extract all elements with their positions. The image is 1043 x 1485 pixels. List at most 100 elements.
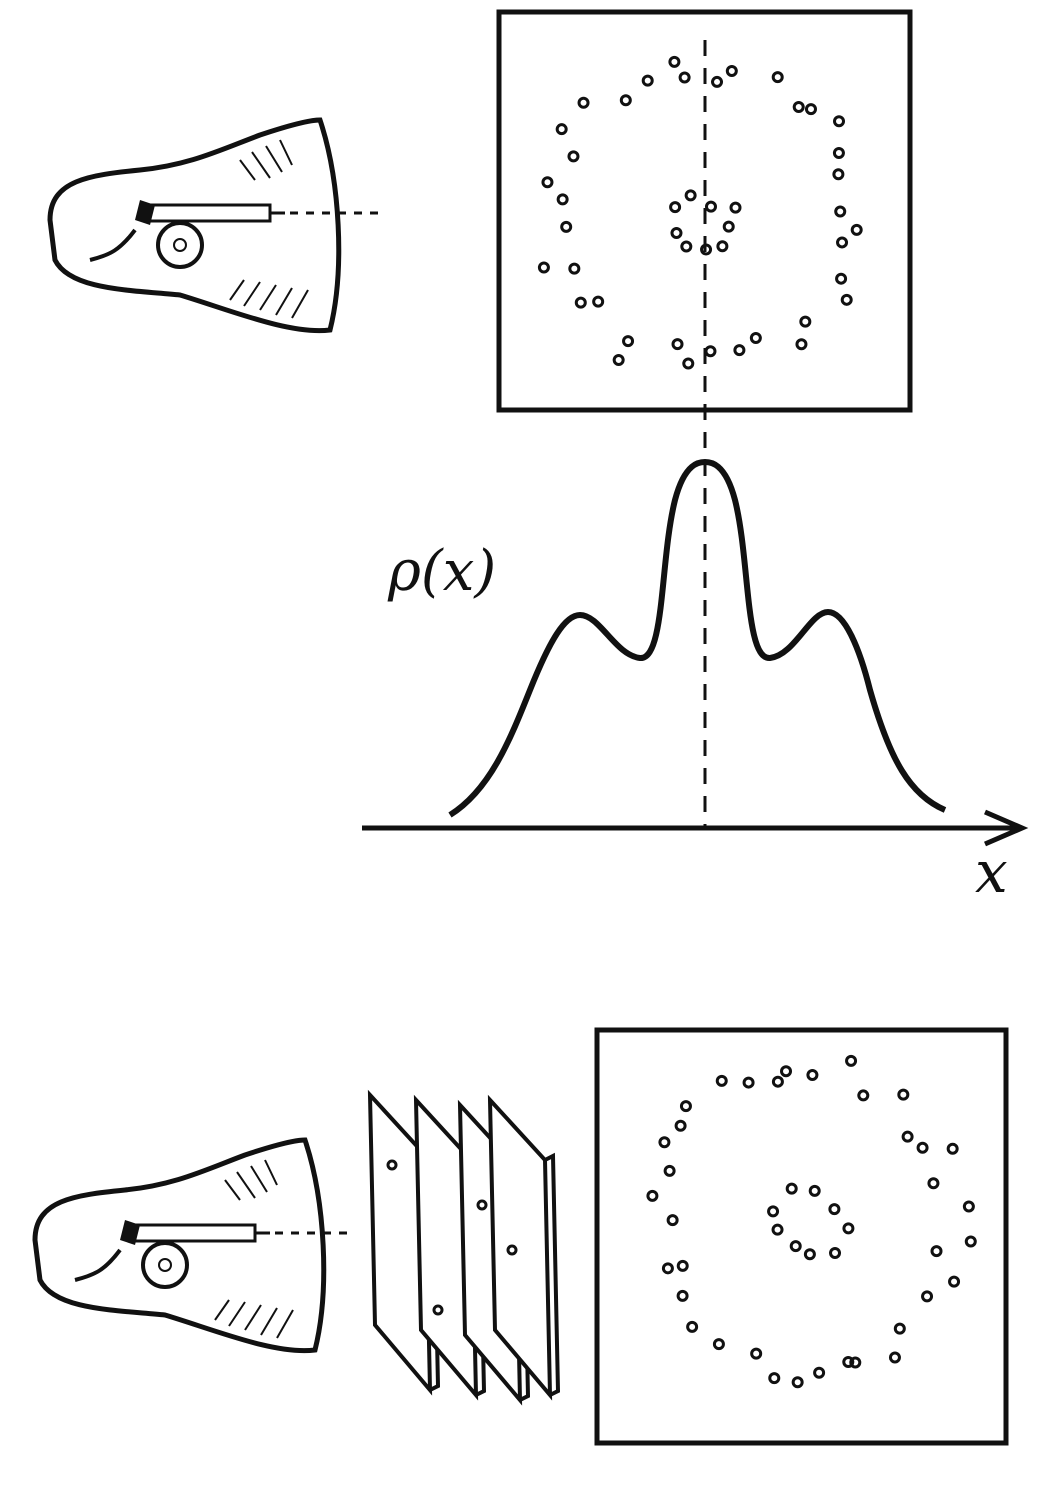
electron-hit-dot bbox=[676, 1289, 689, 1302]
electron-hit-dot bbox=[771, 71, 784, 84]
electron-gun-bottom bbox=[35, 1140, 324, 1351]
density-label: ρ(x) bbox=[387, 539, 496, 604]
electron-hit-dot bbox=[682, 357, 695, 370]
electron-hit-dot bbox=[592, 295, 605, 308]
electron-hit-dot bbox=[901, 1130, 914, 1143]
electron-hit-dot bbox=[842, 1355, 855, 1368]
electron-hit-dot bbox=[684, 189, 697, 202]
electron-hit-dot bbox=[780, 1065, 793, 1078]
electron-hit-dot bbox=[857, 1089, 870, 1102]
electron-hit-dot bbox=[577, 96, 590, 109]
electron-hit-dot bbox=[711, 75, 724, 88]
electron-hit-dot bbox=[641, 74, 654, 87]
electron-hit-dot bbox=[845, 1054, 858, 1067]
electron-hit-dot bbox=[733, 344, 746, 357]
screen-bottom bbox=[594, 1027, 1009, 1446]
electron-hit-dot bbox=[661, 1262, 674, 1275]
electron-hit-dot bbox=[946, 1142, 959, 1155]
electron-hit-dot bbox=[574, 296, 587, 309]
electron-hit-dot bbox=[704, 200, 717, 213]
x-axis-arrow bbox=[984, 809, 1029, 847]
electron-hit-dot bbox=[771, 1223, 784, 1236]
electron-hit-dot bbox=[669, 201, 682, 214]
electron-hit-dot bbox=[767, 1205, 780, 1218]
electron-hit-dot bbox=[750, 1347, 763, 1360]
electron-hit-dot bbox=[725, 64, 738, 77]
electron-hit-dot bbox=[686, 1320, 699, 1333]
electron-hit-dot bbox=[799, 315, 812, 328]
electron-hit-dot bbox=[948, 1275, 961, 1288]
electron-hit-dot bbox=[715, 1074, 728, 1087]
electron-hit-dot bbox=[556, 193, 569, 206]
electron-hit-dot bbox=[835, 272, 848, 285]
electron-hit-dot bbox=[768, 1372, 781, 1385]
electron-hit-dot bbox=[964, 1235, 977, 1248]
electron-hit-dot bbox=[541, 176, 554, 189]
electron-hit-dot bbox=[567, 150, 580, 163]
electron-hit-dot bbox=[622, 335, 635, 348]
electron-hit-dot bbox=[828, 1203, 841, 1216]
electron-hits-top bbox=[537, 55, 863, 370]
electron-hit-dot bbox=[742, 1076, 755, 1089]
electron-hit-dot bbox=[921, 1290, 934, 1303]
plate bbox=[487, 1094, 561, 1401]
plate-hole bbox=[476, 1199, 488, 1211]
electron-hit-dot bbox=[619, 94, 632, 107]
x-axis-label: x bbox=[975, 838, 1008, 906]
electron-hit-dot bbox=[670, 227, 683, 240]
electron-hit-dot bbox=[712, 1338, 725, 1351]
electron-hit-dot bbox=[658, 1136, 671, 1149]
electron-hit-dot bbox=[666, 1214, 679, 1227]
electron-hit-dot bbox=[808, 1184, 821, 1197]
electron-hit-dot bbox=[676, 1259, 689, 1272]
electron-hit-dot bbox=[612, 354, 625, 367]
electron-hit-dot bbox=[833, 115, 846, 128]
electron-hit-dot bbox=[646, 1189, 659, 1202]
electron-hit-dot bbox=[842, 1222, 855, 1235]
electron-hit-dot bbox=[795, 338, 808, 351]
electron-hit-dot bbox=[560, 220, 573, 233]
electron-hits-bottom bbox=[646, 1054, 977, 1389]
electron-hit-dot bbox=[789, 1240, 802, 1253]
electron-hit-dot bbox=[850, 223, 863, 236]
electron-hit-dot bbox=[806, 1069, 819, 1082]
electron-hit-dot bbox=[962, 1200, 975, 1213]
electron-hit-dot bbox=[832, 147, 845, 160]
electron-hit-dot bbox=[674, 1119, 687, 1132]
electron-gun-top bbox=[50, 120, 339, 331]
electron-hit-dot bbox=[829, 1246, 842, 1259]
electron-hit-dot bbox=[803, 1248, 816, 1261]
electron-hit-dot bbox=[555, 123, 568, 136]
plate-hole bbox=[386, 1159, 398, 1171]
electron-hit-dot bbox=[537, 261, 550, 274]
electron-hit-dot bbox=[716, 240, 729, 253]
electron-hit-dot bbox=[568, 262, 581, 275]
electron-hit-dot bbox=[804, 103, 817, 116]
electron-hit-dot bbox=[791, 1376, 804, 1389]
electron-hit-dot bbox=[749, 331, 762, 344]
plate-hole bbox=[506, 1244, 518, 1256]
electron-hit-dot bbox=[840, 293, 853, 306]
plate-hole bbox=[432, 1304, 444, 1316]
electron-hit-dot bbox=[916, 1141, 929, 1154]
electron-hit-dot bbox=[813, 1366, 826, 1379]
electron-hit-dot bbox=[785, 1182, 798, 1195]
electron-hit-dot bbox=[668, 55, 681, 68]
electron-hit-dot bbox=[897, 1088, 910, 1101]
electron-hit-dot bbox=[849, 1356, 862, 1369]
electron-hit-dot bbox=[678, 71, 691, 84]
electron-hit-dot bbox=[729, 201, 742, 214]
electron-hit-dot bbox=[834, 205, 847, 218]
electron-hit-dot bbox=[704, 345, 717, 358]
electron-hit-dot bbox=[680, 240, 693, 253]
electron-hit-dot bbox=[771, 1075, 784, 1088]
density-curve bbox=[448, 458, 947, 818]
electron-hit-dot bbox=[722, 220, 735, 233]
electron-hit-dot bbox=[679, 1100, 692, 1113]
electron-hit-dot bbox=[671, 338, 684, 351]
electron-hit-dot bbox=[663, 1164, 676, 1177]
electron-hit-dot bbox=[792, 100, 805, 113]
electron-hit-dot bbox=[927, 1177, 940, 1190]
electron-hit-dot bbox=[930, 1245, 943, 1258]
